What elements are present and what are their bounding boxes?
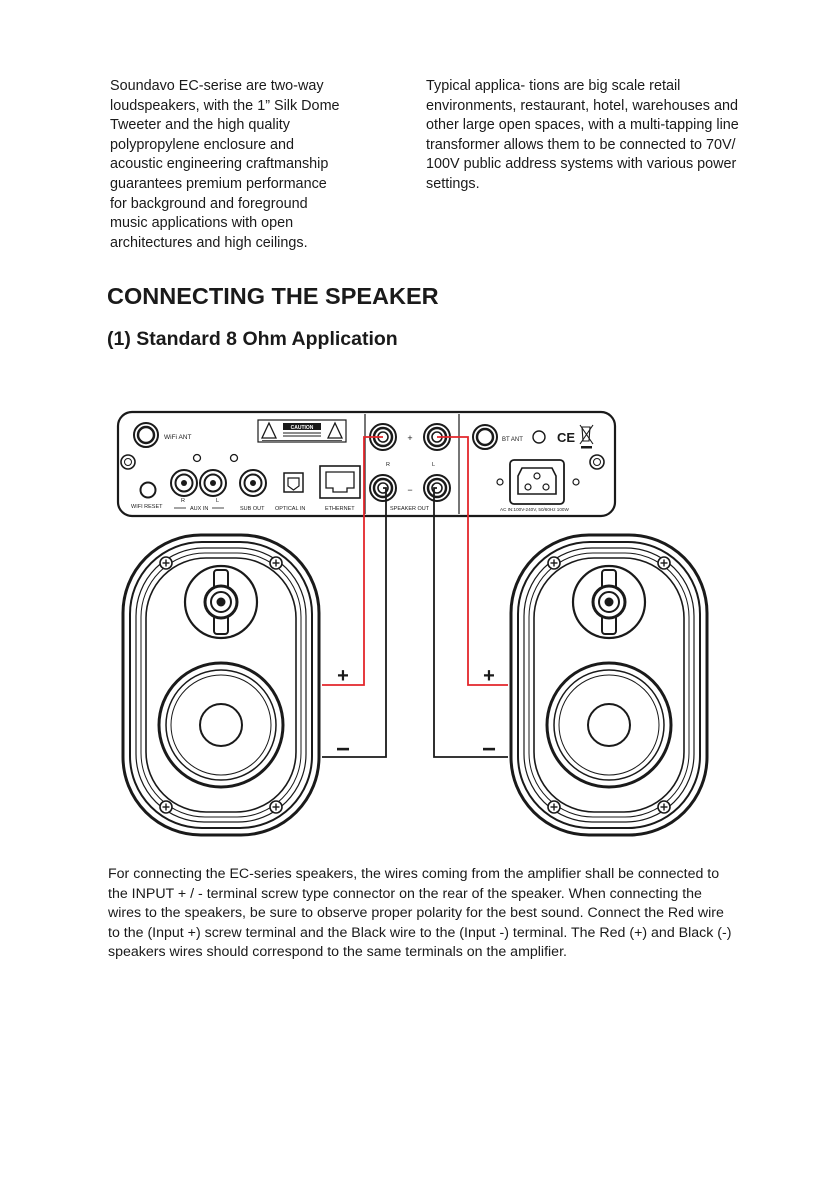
left-speaker-negative-wire <box>322 487 387 758</box>
bt-ant-label: BT ANT <box>502 437 523 443</box>
aux-l-label: L <box>216 498 219 504</box>
intro-left-line: music applications with open <box>110 215 294 232</box>
right-plus-label: + <box>483 665 495 687</box>
intro-right-line: transformer allows them to be connected … <box>426 136 736 153</box>
left-speaker-positive-wire <box>322 436 383 686</box>
intro-right-line: settings. <box>426 175 480 192</box>
warning-triangle-icon <box>326 421 344 439</box>
intro-right-line: Typical applica- tions are big scale ret… <box>426 78 681 94</box>
instruction-line: wires to the speakers, be sure to observ… <box>108 905 724 922</box>
right-speaker <box>511 535 707 835</box>
aux-in-label: AUX IN <box>190 506 208 512</box>
intro-left-line: acoustic engineering craftmanship <box>110 156 329 173</box>
connection-instructions: For connecting the EC-series speakers, t… <box>108 865 748 963</box>
instruction-line: For connecting the EC-series speakers, t… <box>108 866 720 882</box>
aux-r-label: R <box>181 498 185 504</box>
speaker-out-plus-label: + <box>407 433 412 443</box>
wifi-reset-button-icon <box>139 481 157 499</box>
ethernet-port <box>319 465 361 499</box>
left-minus-label: − <box>336 736 350 763</box>
ac-power-inlet <box>496 459 580 505</box>
speaker-out-minus-label: − <box>407 485 412 495</box>
warning-triangle-icon <box>260 421 278 439</box>
instruction-line: the INPUT + / - terminal screw type conn… <box>108 885 702 902</box>
speaker-wires <box>322 436 508 758</box>
speaker-out-l-label: L <box>432 462 435 468</box>
indicator-light-icon <box>532 430 546 444</box>
wifi-antenna-connector <box>133 422 159 448</box>
bt-antenna-connector <box>472 424 498 450</box>
wifi-ant-label: WiFi ANT <box>164 434 191 441</box>
intro-right-line: other large open spaces, with a multi-ta… <box>426 117 739 134</box>
intro-right-paragraph: Typical applica- tions are big scale ret… <box>426 77 754 195</box>
ac-input-label: AC IN:100V-240V, 50/60Hz 100W <box>500 507 569 512</box>
wifi-reset-label: WIFI RESET <box>131 504 163 510</box>
aux-in-left-jack <box>199 469 227 497</box>
caution-label: CAUTION <box>257 419 347 443</box>
left-plus-label: + <box>337 665 349 687</box>
speaker-out-label: SPEAKER OUT <box>390 506 430 512</box>
caution-text: CAUTION <box>291 425 314 431</box>
ethernet-label: ETHERNET <box>325 506 355 512</box>
instruction-line: speakers wires should correspond to the … <box>108 944 567 961</box>
right-minus-label: − <box>482 736 496 763</box>
amplifier-rear-panel: WiFi ANT WIFI RESET CAUTION R L AUX IN S… <box>116 410 617 518</box>
intro-left-line: Tweeter and the high quality <box>110 117 291 134</box>
intro-left-line: loudspeakers, with the 1” Silk Dome <box>110 97 340 114</box>
weee-bin-icon <box>579 424 594 449</box>
intro-right-line: 100V public address systems with various… <box>426 156 737 173</box>
ce-mark-icon: CE <box>557 430 575 445</box>
optical-in-port <box>283 472 304 493</box>
subsection-title: (1) Standard 8 Ohm Application <box>107 328 398 350</box>
instruction-line: to the (Input +) screw terminal and the … <box>108 924 732 941</box>
section-title: CONNECTING THE SPEAKER <box>107 283 439 309</box>
intro-left-line: guarantees premium performance <box>110 175 327 192</box>
wiring-diagram: WiFi ANT WIFI RESET CAUTION R L AUX IN S… <box>116 410 840 860</box>
right-speaker-positive-wire <box>437 436 508 686</box>
optical-in-label: OPTICAL IN <box>275 506 305 512</box>
intro-right-line: environments, restaurant, hotel, warehou… <box>426 97 738 114</box>
intro-left-line: Soundavo EC-serise are two-way <box>110 78 324 94</box>
left-speaker <box>123 535 319 835</box>
intro-left-line: architectures and high ceilings. <box>110 234 308 251</box>
speaker-out-r-label: R <box>386 462 390 468</box>
intro-left-paragraph: Soundavo EC-serise are two-way loudspeak… <box>110 77 375 253</box>
sub-out-jack <box>239 469 267 497</box>
intro-left-line: polypropylene enclosure and <box>110 136 295 153</box>
intro-left-line: for background and foreground <box>110 195 308 212</box>
sub-out-label: SUB OUT <box>240 506 265 512</box>
right-speaker-negative-wire <box>433 487 508 758</box>
aux-in-right-jack <box>170 469 198 497</box>
